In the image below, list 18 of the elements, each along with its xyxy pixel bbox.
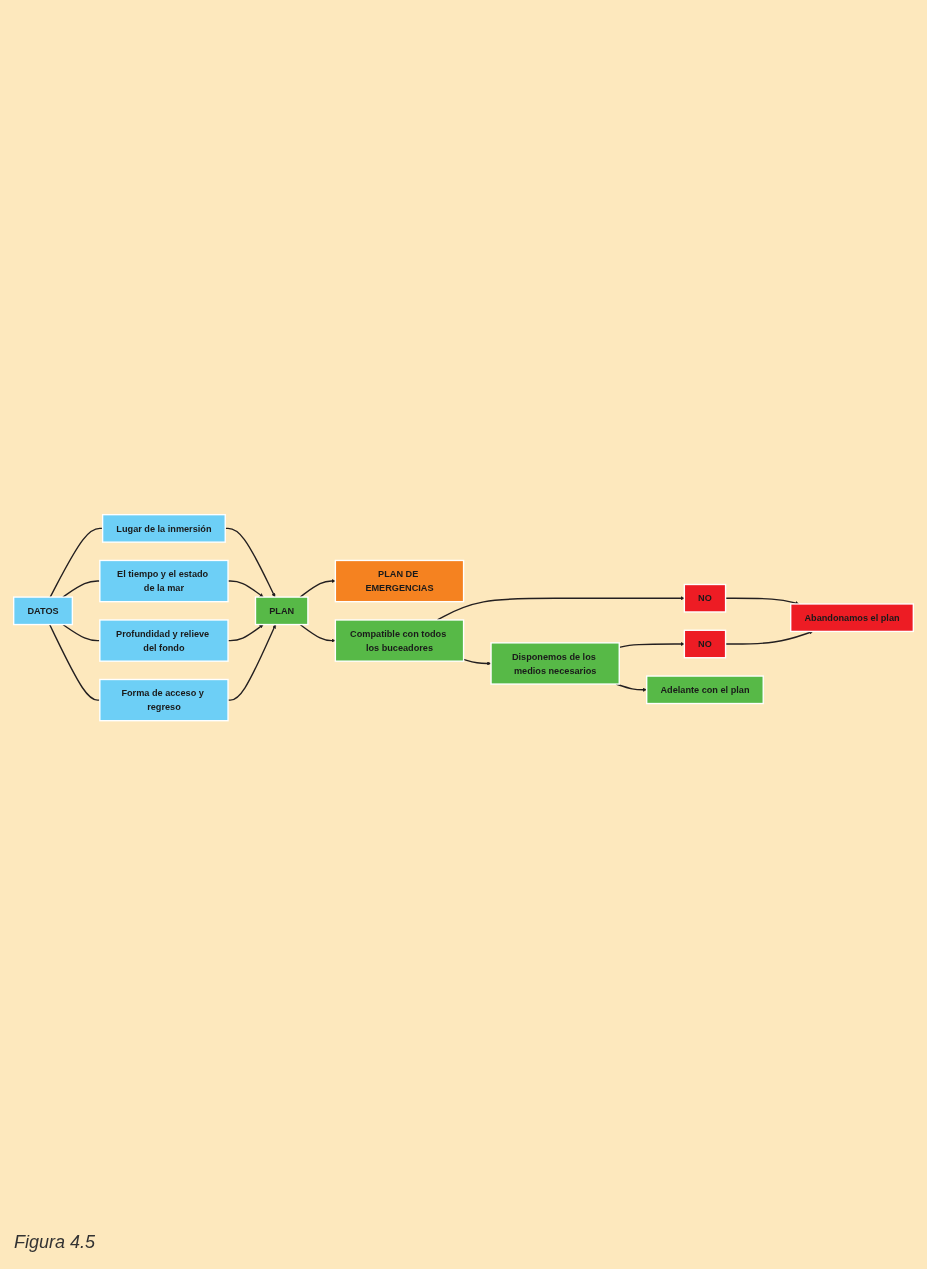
node-box: Profundidad y relieve del fondo — [99, 619, 229, 663]
node-box: NO — [683, 584, 727, 613]
node-box: Lugar de la inmersión — [101, 514, 226, 544]
node-box: El tiempo y el estado de la mar — [99, 560, 229, 603]
arrow — [462, 659, 492, 666]
node-box: Forma de acceso y regreso — [99, 679, 229, 722]
node-box: PLAN — [254, 596, 309, 626]
node-box: PLAN DE EMERGENCIAS — [334, 560, 465, 603]
node-box: Compatible con todos los buceadores — [334, 619, 465, 663]
arrow — [299, 624, 336, 643]
node-box: Disponemos de los medios necesarios — [490, 642, 620, 686]
arrow — [299, 579, 336, 599]
node-box: Adelante con el plan — [646, 675, 764, 705]
node-box: NO — [683, 629, 727, 659]
node-box: Abandonamos el plan — [790, 603, 914, 633]
node-box: DATOS — [13, 596, 74, 626]
arrow — [436, 596, 685, 621]
figure-caption: Figura 4.5 — [14, 1232, 97, 1253]
